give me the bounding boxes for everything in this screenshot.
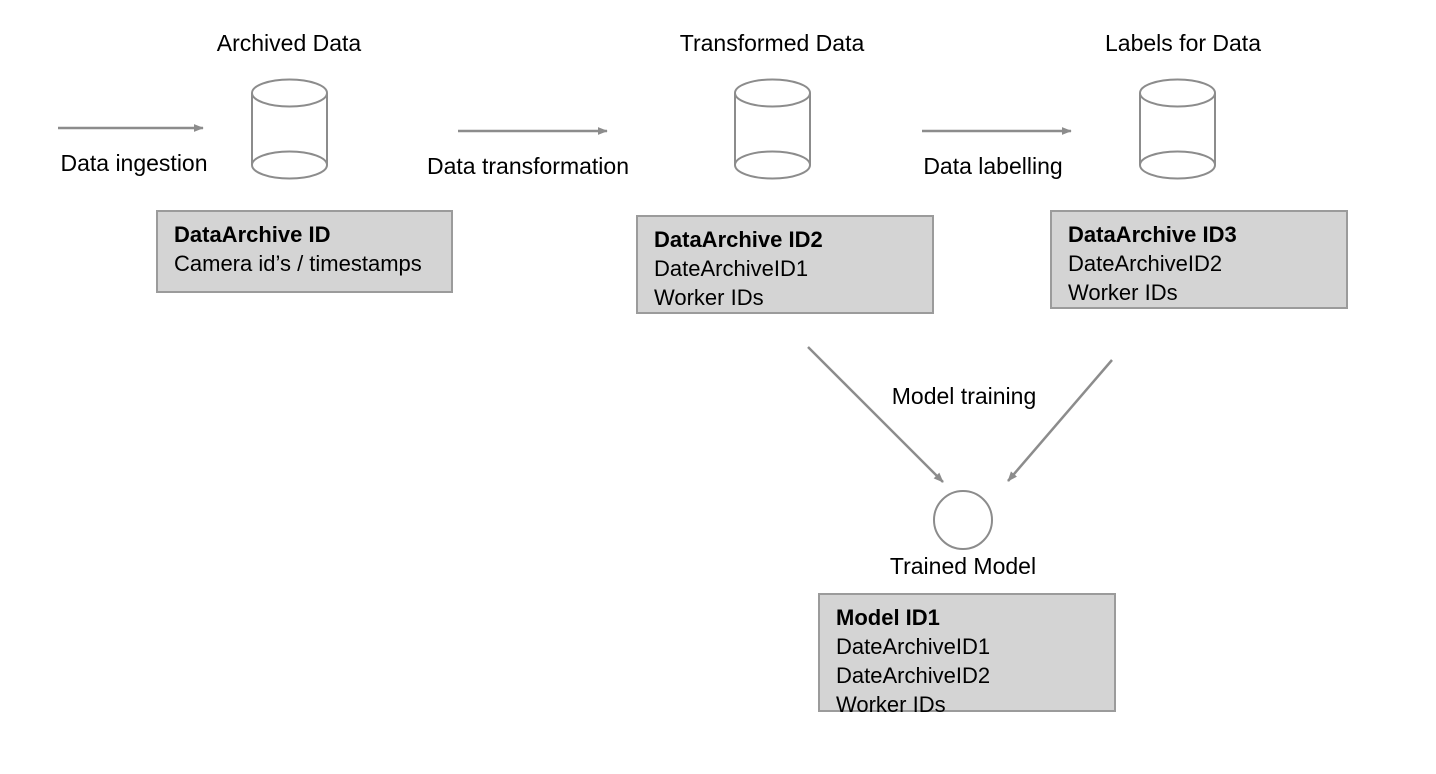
stage-title-archived-data: Archived Data [216, 30, 362, 56]
attribute-line: DateArchiveID2 [836, 663, 991, 688]
attribute-line: DateArchiveID1 [836, 634, 991, 659]
stage-title-labels-for-data: Labels for Data [1105, 30, 1261, 56]
attribute-line: Model ID1 [836, 605, 940, 630]
arrow-model-training-right [1007, 359, 1113, 482]
attribute-line: Worker IDs [836, 692, 946, 717]
attribute-line: DateArchiveID2 [1068, 251, 1223, 276]
attribute-box-archived-data: DataArchive ID Camera id’s / timestamps [156, 210, 453, 293]
edge-label-data-ingestion: Data ingestion [60, 150, 208, 176]
stage-title-transformed-data: Transformed Data [679, 30, 865, 56]
database-cylinder-icon-transformed-data [734, 78, 811, 180]
attribute-line: DataArchive ID3 [1068, 222, 1237, 247]
circle-node-icon-trained-model [933, 490, 993, 550]
stage-title-trained-model: Trained Model [889, 553, 1037, 579]
attribute-line: Worker IDs [1068, 280, 1178, 305]
attribute-box-transformed-data: DataArchive ID2 DateArchiveID1 Worker ID… [636, 215, 934, 314]
attribute-line: Camera id’s / timestamps [174, 251, 422, 276]
attribute-line: DataArchive ID [174, 222, 331, 247]
edge-label-model-training: Model training [891, 383, 1037, 409]
edge-label-data-transformation: Data transformation [427, 153, 629, 179]
attribute-line: Worker IDs [654, 285, 764, 310]
arrow-model-training-left [807, 346, 944, 483]
database-cylinder-icon-archived-data [251, 78, 328, 180]
attribute-line: DateArchiveID1 [654, 256, 809, 281]
edge-label-data-labelling: Data labelling [923, 153, 1063, 179]
attribute-box-labels-for-data: DataArchive ID3 DateArchiveID2 Worker ID… [1050, 210, 1348, 309]
attribute-box-trained-model: Model ID1 DateArchiveID1 DateArchiveID2 … [818, 593, 1116, 717]
attribute-line: DataArchive ID2 [654, 227, 823, 252]
database-cylinder-icon-labels-for-data [1139, 78, 1216, 180]
